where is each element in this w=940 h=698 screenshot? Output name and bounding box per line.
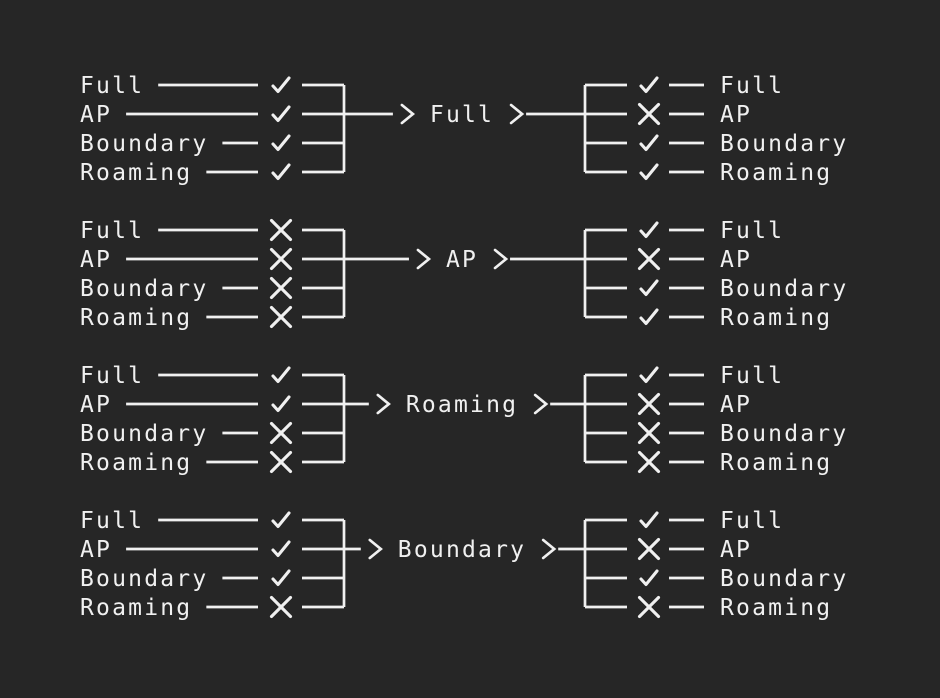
arrow-chevron-icon [493,248,509,270]
state-label-right: Roaming [720,305,832,331]
check-icon [271,540,291,558]
transition-label: Boundary [398,537,526,563]
check-icon [639,221,659,239]
state-label-right: Full [720,363,784,389]
state-label-left: AP [80,247,112,273]
cross-stroke [269,247,293,271]
state-label-right: AP [720,102,752,128]
cross-icon [637,450,661,474]
cross-stroke [269,218,293,242]
arrow-chevron-icon [400,103,416,125]
transition-label: Roaming [406,392,518,418]
cross-icon [269,421,293,445]
check-icon [639,308,659,326]
state-label-right: Roaming [720,450,832,476]
check-icon [639,76,659,94]
state-label-right: AP [720,537,752,563]
state-label-right: Roaming [720,160,832,186]
check-icon [639,134,659,152]
check-icon [271,134,291,152]
state-label-left: Roaming [80,595,192,621]
state-label-left: Full [80,508,144,534]
cross-icon [637,102,661,126]
cross-icon [269,450,293,474]
state-label-left: Roaming [80,450,192,476]
arrow-chevron-icon [533,393,549,415]
cross-icon [269,247,293,271]
state-label-right: Boundary [720,566,848,592]
cross-icon [637,595,661,619]
state-label-left: Full [80,73,144,99]
state-label-right: Full [720,73,784,99]
state-label-left: Boundary [80,131,208,157]
state-label-right: Full [720,508,784,534]
arrow-chevron-icon [368,538,383,560]
cross-stroke [269,305,293,329]
state-label-right: Boundary [720,276,848,302]
cross-stroke [269,450,293,474]
check-icon [639,569,659,587]
cross-icon [269,276,293,300]
arrow-chevron-icon [541,538,557,560]
state-label-right: Boundary [720,421,848,447]
state-label-right: Full [720,218,784,244]
cross-icon [637,421,661,445]
cross-stroke [269,421,293,445]
cross-icon [269,595,293,619]
state-label-left: Boundary [80,421,208,447]
state-label-left: Roaming [80,305,192,331]
state-label-left: Full [80,218,144,244]
arrow-chevron-icon [416,248,432,270]
state-label-left: Full [80,363,144,389]
arrow-chevron-icon [376,393,391,415]
check-icon [639,511,659,529]
cross-icon [637,537,661,561]
state-label-left: AP [80,537,112,563]
state-label-right: Boundary [720,131,848,157]
cross-icon [269,218,293,242]
check-icon [271,366,291,384]
check-icon [639,279,659,297]
state-label-left: Boundary [80,566,208,592]
check-icon [271,511,291,529]
cross-icon [637,247,661,271]
check-icon [271,105,291,123]
cross-stroke [637,392,661,416]
cross-icon [269,305,293,329]
cross-stroke [269,276,293,300]
check-icon [271,76,291,94]
check-icon [639,366,659,384]
state-label-left: AP [80,102,112,128]
cross-stroke [269,595,293,619]
check-icon [271,569,291,587]
cross-stroke [637,450,661,474]
state-label-left: Boundary [80,276,208,302]
check-icon [639,163,659,181]
transition-label: AP [446,247,478,273]
arrow-chevron-icon [509,103,525,125]
check-icon [271,163,291,181]
cross-stroke [637,421,661,445]
state-label-right: AP [720,247,752,273]
cross-stroke [637,595,661,619]
state-label-right: Roaming [720,595,832,621]
state-label-left: Roaming [80,160,192,186]
state-label-right: AP [720,392,752,418]
state-label-left: AP [80,392,112,418]
cross-stroke [637,537,661,561]
cross-icon [637,392,661,416]
transition-label: Full [430,102,494,128]
cross-stroke [637,102,661,126]
check-icon [271,395,291,413]
cross-stroke [637,247,661,271]
